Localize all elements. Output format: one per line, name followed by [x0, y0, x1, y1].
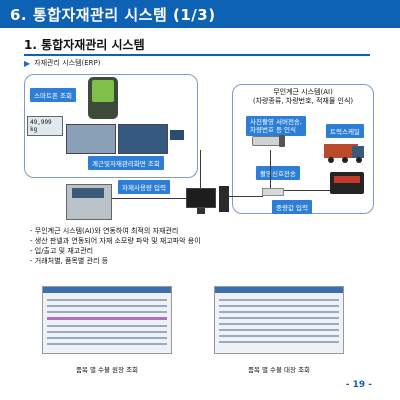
list-item: - 거래처별, 품목별 관리 등 — [30, 257, 109, 265]
management-screen-image-2 — [118, 124, 168, 154]
ai-title-line1: 무인계근 시스템(AI) — [273, 88, 333, 96]
thumb-row — [219, 329, 339, 331]
thumb-titlebar — [43, 287, 171, 293]
truck-icon — [324, 144, 358, 158]
connector-line — [200, 150, 201, 188]
pc-monitor-icon — [186, 188, 216, 208]
thumb-row — [219, 299, 339, 301]
erp-label: 자재관리 시스템(ERP) — [34, 59, 101, 67]
connector-line — [112, 198, 186, 199]
thumb-highlight-row — [47, 317, 167, 320]
thumb-row — [47, 331, 167, 333]
list-item: - 생산 판넬과 연동되어 자재 소모량 파악 및 재고파악 용이 — [30, 237, 201, 245]
thumb-row — [219, 311, 339, 313]
camera-tag-line2: 차량번호 등 인식 — [250, 126, 296, 134]
truck-wheel — [328, 157, 334, 163]
thumb-row — [47, 305, 167, 307]
management-screen-thumb — [170, 130, 184, 140]
smartphone-lookup-tag: 스마트폰 조회 — [30, 88, 76, 102]
thumb-row — [219, 335, 339, 337]
camera-tag: 사진촬영 서버전송, 차량번호 등 인식 — [246, 116, 306, 136]
page-number: - 19 - — [345, 380, 372, 390]
truck-wheel — [342, 157, 348, 163]
weight-input-tag: 중량값 입력 — [272, 200, 312, 214]
smartphone-screen — [92, 80, 114, 102]
list-item: - 무인계근 시스템(AI)와 연동하여 최적의 자재관리 — [30, 227, 179, 235]
triangle-arrow-icon: ▶ — [24, 58, 31, 68]
page-title: 6. 통합자재관리 시스템 (1/3) — [10, 6, 216, 24]
section-divider — [24, 54, 370, 56]
camera-tag-line1: 사진촬영 서버전송, — [250, 118, 302, 126]
thumb-row — [47, 343, 167, 345]
cctv-camera-icon — [252, 136, 282, 146]
register-screenshot — [214, 286, 344, 354]
ledger-caption: 품목 별 수불 원장 조회 — [75, 366, 139, 374]
usage-input-tag: 자재사용량 입력 — [118, 180, 170, 194]
section-title: 1. 통합자재관리 시스템 — [24, 38, 145, 52]
thumb-row — [47, 337, 167, 339]
feature-list: - 무인계근 시스템(AI)와 연동하여 최적의 자재관리 - 생산 판넬과 연… — [30, 226, 201, 266]
camera-lens — [279, 135, 285, 147]
thumb-row — [219, 317, 339, 319]
weight-display-image: 49,999 kg — [27, 116, 63, 136]
register-caption: 품목 별 수불 대장 조회 — [247, 366, 311, 374]
ledger-screenshot — [42, 286, 172, 354]
truck-scale-tag: 트럭스케일 — [326, 124, 364, 138]
ai-system-title: 무인계근 시스템(AI) (차량종류, 차량번호, 적재물 인식) — [236, 88, 370, 106]
console-panel — [72, 188, 104, 198]
signal-send-tag: 촬영신호전송 — [256, 166, 300, 180]
thumb-row — [219, 305, 339, 307]
truck-wheel — [356, 157, 362, 163]
screen-lookup-tag: 계근및자재관리화면 조회 — [88, 156, 164, 170]
pc-tower-icon — [219, 186, 229, 212]
truck-cab — [352, 146, 364, 158]
connector-line — [270, 150, 271, 188]
management-screen-image-1 — [66, 124, 116, 154]
monitor-stand — [197, 208, 205, 214]
indicator-display — [334, 176, 360, 183]
thumb-row — [47, 299, 167, 301]
thumb-row — [219, 323, 339, 325]
header-bar — [0, 0, 400, 28]
connector-line — [229, 196, 263, 197]
list-item: - 입/출고 및 재고관리 — [30, 247, 94, 255]
thumb-row — [47, 311, 167, 313]
ai-title-line2: (차량종류, 차량번호, 적재물 인식) — [252, 97, 354, 105]
erp-label-row: ▶ 자재관리 시스템(ERP) — [24, 57, 100, 69]
network-hub-icon — [262, 188, 284, 196]
thumb-row — [47, 325, 167, 327]
thumb-row — [219, 341, 339, 343]
thumb-titlebar — [215, 287, 343, 293]
connector-line — [284, 190, 330, 191]
